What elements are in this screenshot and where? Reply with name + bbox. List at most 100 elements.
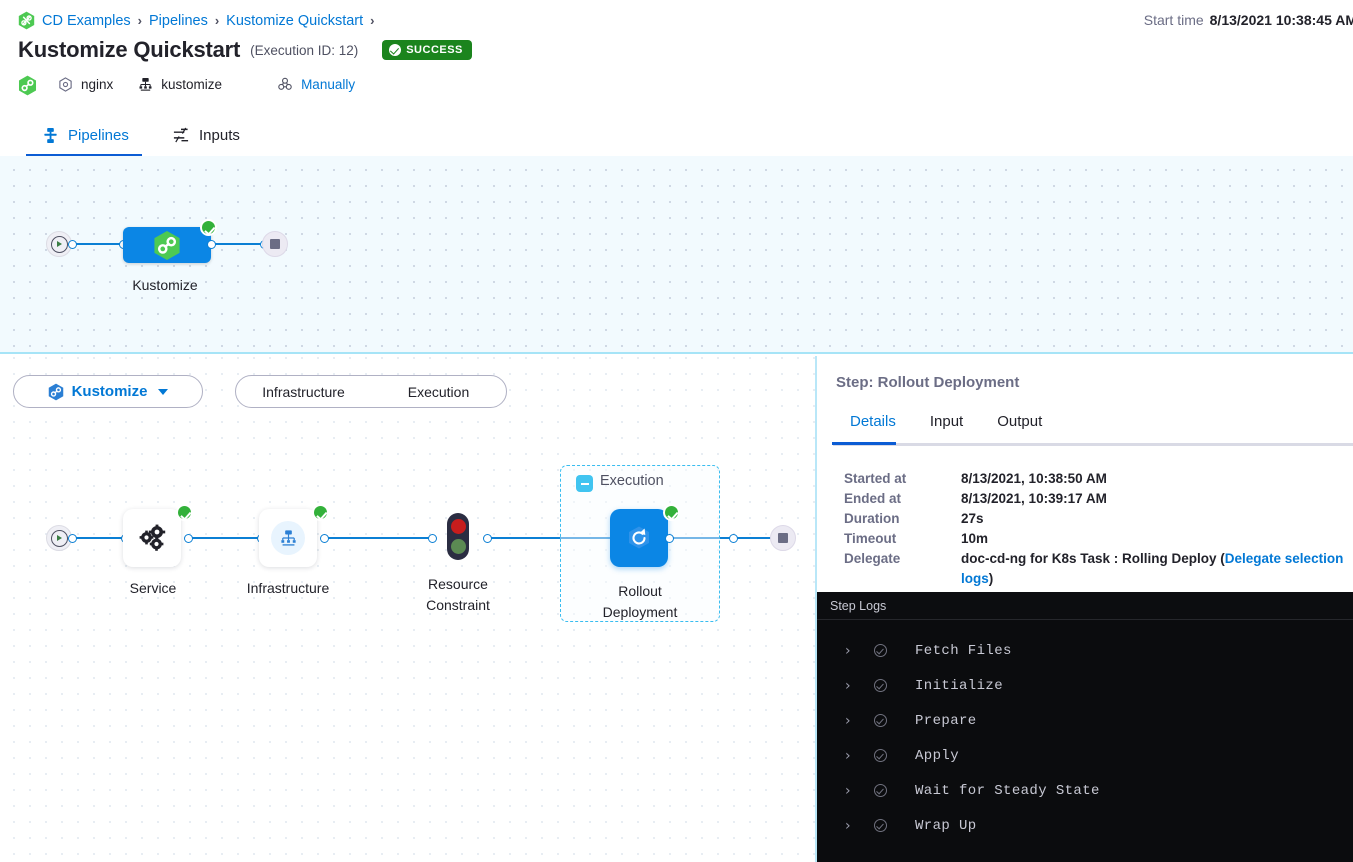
environment-meta: kustomize bbox=[138, 77, 222, 92]
graph-connector-dot bbox=[320, 534, 329, 543]
chevron-right-icon[interactable]: › bbox=[845, 782, 851, 799]
stage-section-toggle[interactable]: Infrastructure Execution bbox=[235, 375, 507, 408]
execution-end-node[interactable] bbox=[770, 525, 796, 551]
chevron-right-icon[interactable]: › bbox=[845, 747, 851, 764]
detail-row: Timeout 10m bbox=[844, 529, 1344, 549]
execution-id: (Execution ID: 12) bbox=[250, 42, 359, 58]
detail-row: Duration 27s bbox=[844, 509, 1344, 529]
graph-connector-dot bbox=[184, 534, 193, 543]
segment-execution[interactable]: Execution bbox=[407, 383, 470, 400]
breadcrumb-item-2[interactable]: Kustomize Quickstart bbox=[226, 12, 364, 29]
log-row[interactable]: › Wrap Up bbox=[817, 808, 1353, 843]
graph-edge bbox=[71, 537, 126, 539]
step-detail-active-tab-indicator bbox=[832, 442, 896, 445]
pipeline-stage-node-kustomize[interactable] bbox=[123, 227, 211, 263]
detail-key: Delegate bbox=[844, 551, 901, 566]
execution-node-rollout-deployment[interactable] bbox=[610, 509, 668, 567]
service-hex-icon bbox=[59, 77, 72, 92]
traffic-light-green bbox=[450, 539, 466, 555]
trigger-icon bbox=[278, 77, 292, 90]
start-time-label: Start time bbox=[1143, 12, 1204, 28]
stop-square-icon bbox=[778, 533, 788, 543]
execution-node-service[interactable] bbox=[123, 509, 181, 567]
execution-node-label: Service bbox=[129, 580, 177, 596]
tab-inputs[interactable]: Inputs bbox=[172, 112, 240, 158]
graph-connector-dot bbox=[207, 240, 216, 249]
step-detail-panel: Step: Rollout Deployment Details Input O… bbox=[815, 356, 1353, 862]
log-row-label: Fetch Files bbox=[915, 642, 1012, 659]
log-row[interactable]: › Initialize bbox=[817, 668, 1353, 703]
log-row[interactable]: › Prepare bbox=[817, 703, 1353, 738]
stop-square-icon bbox=[270, 239, 280, 249]
tab-divider bbox=[833, 443, 1353, 446]
status-success-icon bbox=[874, 714, 887, 727]
detail-value: 10m bbox=[961, 531, 989, 546]
collapse-icon[interactable] bbox=[576, 475, 593, 492]
execution-node-label: Infrastructure bbox=[246, 580, 330, 596]
tab-pipelines[interactable]: Pipelines bbox=[42, 112, 129, 158]
log-row-label: Wait for Steady State bbox=[915, 782, 1100, 799]
graph-edge bbox=[487, 537, 613, 539]
graph-connector-dot bbox=[729, 534, 738, 543]
harness-hex-icon bbox=[154, 230, 180, 260]
title-row: Kustomize Quickstart (Execution ID: 12) … bbox=[18, 37, 472, 63]
segment-infrastructure[interactable]: Infrastructure bbox=[262, 383, 345, 400]
breadcrumb: CD Examples › Pipelines › Kustomize Quic… bbox=[18, 11, 375, 30]
status-success-icon bbox=[874, 784, 887, 797]
tab-details[interactable]: Details bbox=[850, 413, 896, 430]
chevron-down-icon[interactable] bbox=[158, 388, 169, 395]
delegate-selection-logs-link[interactable]: Delegate selection logs bbox=[961, 551, 1344, 586]
chevron-right-icon[interactable]: › bbox=[845, 712, 851, 729]
step-details-list: Started at 8/13/2021, 10:38:50 AM Ended … bbox=[844, 469, 1344, 586]
log-row[interactable]: › Fetch Files bbox=[817, 633, 1353, 668]
trigger-meta[interactable]: Manually bbox=[277, 77, 355, 92]
tab-bar: Pipelines Inputs bbox=[0, 112, 1353, 158]
pipeline-graph-canvas[interactable]: Kustomize bbox=[0, 156, 1353, 354]
detail-key: Duration bbox=[844, 511, 900, 526]
tab-input[interactable]: Input bbox=[929, 413, 964, 430]
chevron-right-icon[interactable]: › bbox=[845, 677, 851, 694]
graph-edge bbox=[71, 243, 125, 245]
traffic-light-icon[interactable] bbox=[447, 513, 469, 560]
detail-row-delegate: Delegate doc-cd-ng for K8s Task : Rollin… bbox=[844, 549, 1344, 586]
execution-node-label: Rollout Deployment bbox=[602, 583, 678, 620]
log-row-label: Wrap Up bbox=[915, 817, 977, 834]
graph-connector-dot bbox=[428, 534, 437, 543]
stage-selector-label: Kustomize bbox=[71, 383, 148, 400]
chevron-right-icon: › bbox=[214, 13, 220, 28]
delegate-text: doc-cd-ng for K8s Task : Rolling Deploy … bbox=[961, 551, 1225, 566]
chevron-right-icon[interactable]: › bbox=[845, 642, 851, 659]
page-title: Kustomize Quickstart bbox=[18, 37, 241, 62]
tab-inputs-label: Inputs bbox=[199, 126, 240, 144]
breadcrumb-item-0[interactable]: CD Examples bbox=[42, 12, 131, 29]
log-row[interactable]: › Wait for Steady State bbox=[817, 773, 1353, 808]
service-name: nginx bbox=[81, 77, 114, 92]
tab-pipelines-label: Pipelines bbox=[68, 126, 129, 144]
detail-value: 8/13/2021, 10:38:50 AM bbox=[961, 471, 1107, 486]
trigger-name[interactable]: Manually bbox=[301, 77, 356, 92]
chevron-right-icon: › bbox=[137, 13, 142, 28]
chevron-right-icon[interactable]: › bbox=[845, 817, 851, 834]
detail-row: Started at 8/13/2021, 10:38:50 AM bbox=[844, 469, 1344, 489]
step-logs-list[interactable]: › Fetch Files › Initialize › Prepare › A… bbox=[817, 620, 1353, 862]
log-row[interactable]: › Apply bbox=[817, 738, 1353, 773]
graph-connector-dot bbox=[68, 240, 77, 249]
breadcrumb-item-1[interactable]: Pipelines bbox=[148, 12, 208, 29]
pipeline-end-node[interactable] bbox=[262, 231, 288, 257]
rollout-refresh-icon bbox=[629, 526, 649, 549]
tab-output[interactable]: Output bbox=[997, 413, 1043, 430]
graph-connector-dot bbox=[68, 534, 77, 543]
log-row-label: Prepare bbox=[915, 712, 977, 729]
graph-connector-dot bbox=[483, 534, 492, 543]
status-badge-label: SUCCESS bbox=[406, 44, 463, 56]
status-badge: SUCCESS bbox=[382, 40, 472, 60]
status-success-icon bbox=[663, 504, 680, 521]
log-row-label: Apply bbox=[915, 747, 960, 764]
execution-node-infrastructure[interactable] bbox=[259, 509, 317, 567]
detail-key: Ended at bbox=[844, 491, 902, 506]
delegate-text-suffix: ) bbox=[988, 571, 994, 586]
pipeline-stage-label: Kustomize bbox=[132, 277, 198, 293]
execution-node-label: Resource Constraint bbox=[426, 576, 490, 613]
stage-selector-dropdown[interactable]: Kustomize bbox=[13, 375, 203, 408]
